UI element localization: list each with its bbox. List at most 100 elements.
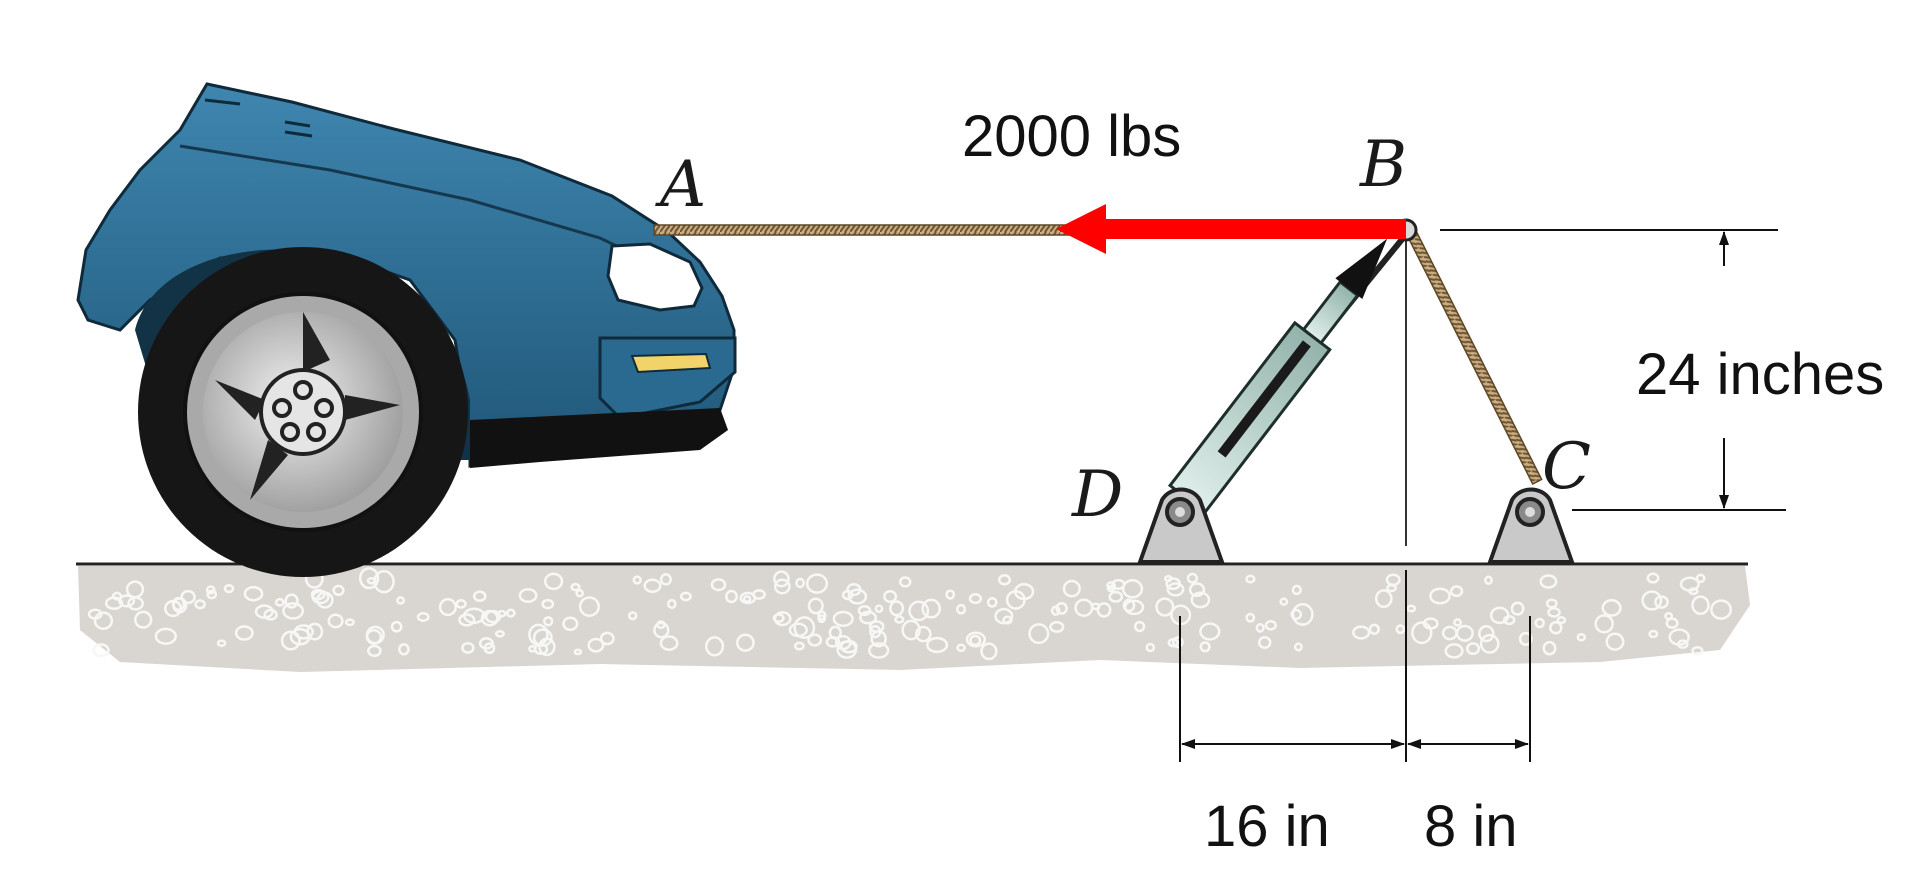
gravel-pebble [1518, 631, 1533, 646]
gravel-pebbles [87, 567, 1733, 661]
gravel-pebble [1641, 590, 1663, 611]
gravel-pebble [416, 612, 430, 622]
gravel-pebble [705, 636, 725, 657]
gravel-pebble [1055, 602, 1068, 615]
force-arrow [1056, 204, 1406, 254]
gravel-pebble [280, 630, 301, 651]
gravel-pebble [1545, 598, 1558, 609]
gravel-pebble [832, 610, 854, 628]
gravel-pebble [127, 596, 144, 611]
gravel-pebble [458, 613, 476, 627]
gravel-pebble [1123, 599, 1145, 616]
gravel-pebble [1166, 582, 1185, 597]
gravel-pebble [679, 591, 692, 602]
gravel-pebble [104, 596, 124, 611]
car-headlight [606, 242, 704, 312]
gravel-pebble [874, 604, 884, 614]
gravel-pebble [742, 595, 752, 603]
gravel-pebble [111, 591, 123, 601]
gravel-pebble [206, 589, 218, 600]
gravel-pebble [1121, 579, 1144, 599]
gravel-pebble [543, 616, 554, 627]
gravel-pebble [494, 629, 505, 638]
gravel-pebble [505, 608, 516, 618]
gravel-pebble [908, 600, 930, 622]
gravel-pebble [968, 593, 983, 605]
gravel-pebble [1695, 573, 1706, 584]
gravel-pebble [1549, 620, 1563, 635]
gravel-pebble [945, 589, 956, 600]
gravel-pebble [725, 589, 738, 604]
gravel-pebble [243, 585, 264, 602]
gravel-pebble [1453, 618, 1462, 627]
gravel-pebble [1257, 635, 1272, 650]
gravel-pebble [807, 597, 824, 615]
car-fog-light [630, 352, 712, 374]
gravel-pebble [926, 636, 949, 654]
ground [76, 562, 1750, 672]
gravel-pebble [1245, 574, 1256, 584]
gravel-pebble [1676, 639, 1689, 649]
gravel-pebble [1293, 642, 1303, 652]
gravel-pebble [710, 578, 727, 592]
gravel-pebble [1374, 589, 1393, 609]
left-span-label: 16 in [1204, 794, 1330, 859]
gravel-pebble [134, 610, 153, 629]
gravel-pebble [1106, 581, 1116, 590]
gravel-pebble [1062, 579, 1081, 598]
gravel-pebble [396, 596, 406, 605]
gravel-pebble [1455, 624, 1474, 642]
gravel-pebble [847, 588, 868, 605]
gravel-pebble [1710, 599, 1733, 620]
gravel-pebble [358, 567, 380, 590]
gravel-pebble [841, 589, 854, 601]
car-wheel [138, 247, 468, 577]
gravel-pebble [1291, 584, 1302, 596]
gravel-pebble [365, 625, 385, 645]
point-label-b: B [1359, 128, 1407, 202]
car-front-spoiler [470, 408, 728, 468]
gravel-pebble [1510, 601, 1525, 616]
cylinder-rod [1301, 279, 1360, 346]
cylinder-force-arrowhead [1335, 238, 1388, 300]
gravel-pebble [1605, 632, 1625, 651]
gravel-pebble [1167, 638, 1180, 648]
gravel-pebble [857, 605, 872, 617]
gravel-pebble [956, 643, 966, 653]
gravel-pebble [216, 639, 227, 648]
gravel-pebble [1245, 612, 1256, 623]
gravel-pebble [1466, 642, 1481, 656]
gravel-pebble [1290, 608, 1303, 621]
force-arrow-head [1056, 204, 1106, 254]
gravel-pebble [92, 643, 110, 658]
gravel-pebble [234, 625, 254, 641]
gravel-pebble [1122, 598, 1136, 613]
gravel-pebble [1547, 607, 1561, 618]
force-arrow-shaft [1096, 219, 1406, 239]
gravel-pebble [653, 621, 670, 639]
gravel-pebble [1190, 591, 1211, 609]
gravel-pebble [311, 590, 330, 605]
gravel-pebble [1108, 590, 1124, 603]
gravel-pebble [773, 570, 790, 588]
gravel-pebble [438, 598, 457, 617]
gravel-pebble [1172, 636, 1184, 649]
gravel-pebble [817, 610, 827, 621]
gravel-pebble [538, 637, 556, 657]
cylinder-slot [1217, 340, 1311, 458]
gravel-pebble [825, 636, 841, 648]
gravel-pebble [1542, 640, 1557, 656]
gravel-pebble [93, 611, 114, 630]
gravel-pebble [274, 597, 285, 607]
gravel-pebble [532, 628, 553, 647]
gravel-pebble [793, 641, 805, 651]
gravel-pebble [921, 598, 942, 619]
gravel-pebble [1106, 584, 1116, 593]
gravel-pebble [1601, 599, 1622, 617]
gravel-pebble [570, 582, 581, 592]
point-label-c: C [1542, 430, 1591, 504]
gravel-pebble [1539, 574, 1558, 589]
gravel-pebble [739, 591, 757, 605]
gravel-pebble [1028, 623, 1050, 645]
